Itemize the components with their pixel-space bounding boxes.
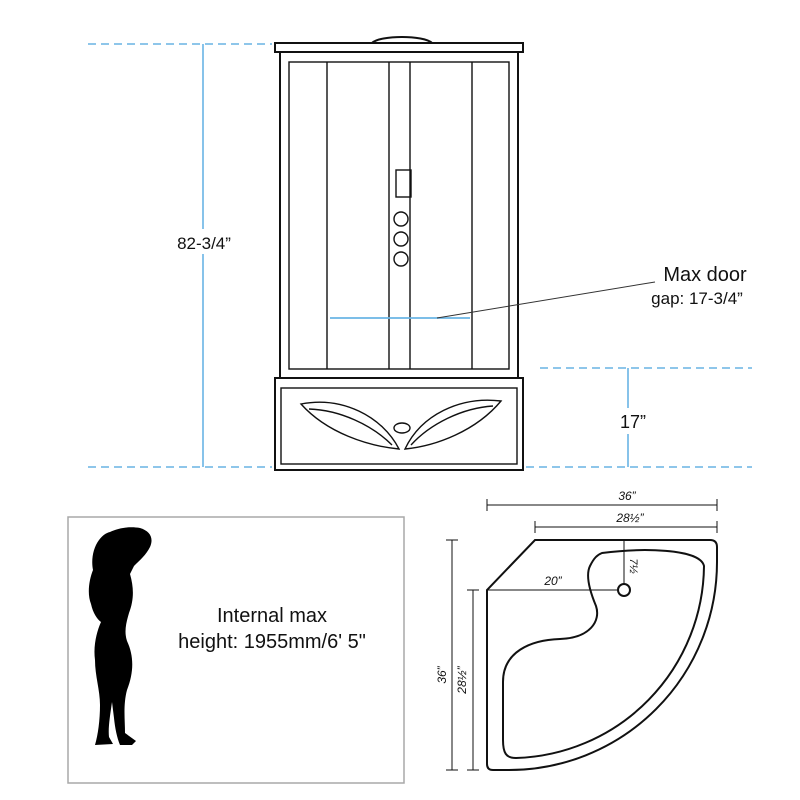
- internal-height-label-line2: height: 1955mm/6' 5": [178, 631, 366, 653]
- tray-height-label: 17”: [620, 412, 646, 432]
- overall-height-dimension: 82-3/4”: [177, 44, 231, 467]
- tray-plan-outline: [486, 539, 718, 771]
- tray-height-dimension: 17”: [620, 368, 646, 467]
- internal-height-box: Internal max height: 1955mm/6' 5": [67, 516, 405, 784]
- cabin-body: [279, 51, 519, 379]
- door-gap-leader-line: [436, 281, 656, 319]
- drain-depth-label: 7½: [627, 558, 639, 573]
- internal-height-label-line1: Internal max: [217, 605, 327, 627]
- door-gap-label-line1: Max door: [663, 264, 747, 286]
- roof-cap: [274, 42, 524, 53]
- door-gap-label-line2: gap: 17-3/4”: [651, 289, 743, 308]
- plan-view: 36” 28½” 36” 28½” 20” 7½: [435, 489, 718, 771]
- plan-depth-dimensions: 36” 28½”: [435, 539, 479, 771]
- plan-width-dimensions: 36” 28½”: [486, 489, 718, 533]
- roof-dome: [371, 36, 433, 44]
- glass-frame: [288, 61, 510, 370]
- shower-tray-panel: [280, 387, 518, 465]
- outer-depth-label: 36”: [435, 665, 449, 683]
- inner-depth-label: 28½”: [455, 665, 469, 694]
- drain-icon: [617, 583, 631, 597]
- woman-silhouette-icon: [88, 527, 152, 745]
- control-knob-3: [393, 251, 409, 267]
- control-display: [395, 169, 412, 198]
- tray-leaf-left-vein: [308, 408, 393, 446]
- drain-offset-label: 20”: [543, 574, 562, 588]
- inner-width-label: 28½”: [615, 511, 644, 525]
- elevation-view: 82-3/4” 17”: [88, 36, 752, 471]
- tray-drain-ornament: [393, 422, 411, 434]
- outer-width-label: 36”: [618, 489, 636, 503]
- tray-leaf-right-vein: [410, 405, 494, 446]
- shower-cabin-front: [274, 36, 656, 471]
- control-knob-1: [393, 211, 409, 227]
- control-knob-2: [393, 231, 409, 247]
- tray-leaf-right: [403, 399, 503, 450]
- overall-height-label: 82-3/4”: [177, 234, 231, 253]
- tray-leaf-left: [299, 401, 401, 450]
